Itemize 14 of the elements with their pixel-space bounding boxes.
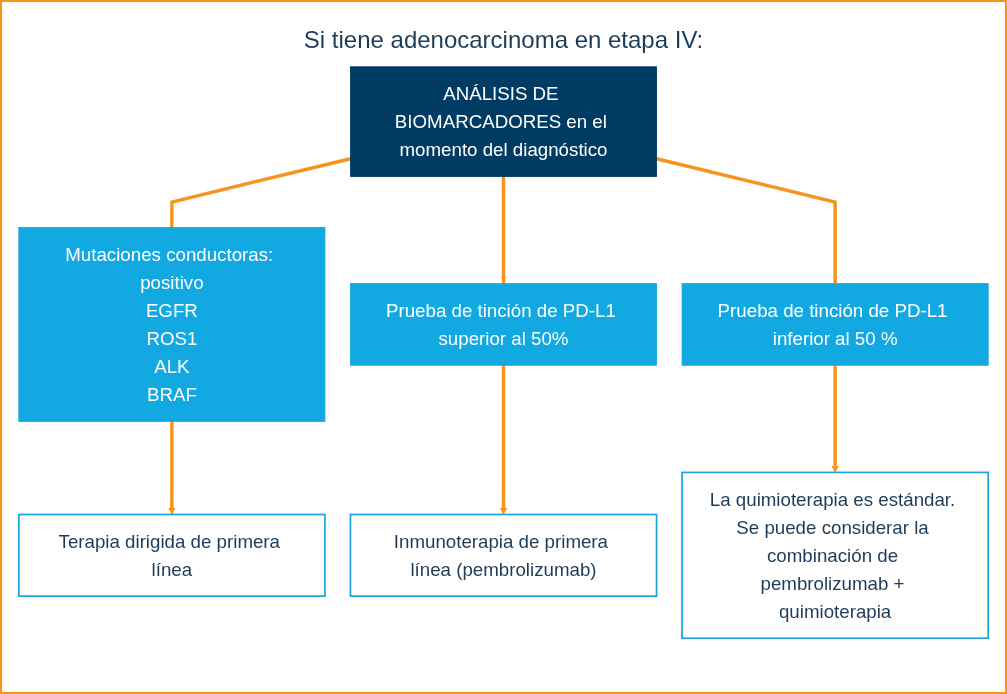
node-box: Mutaciones conductoras: positivo EGFR ROS1 ALK BRAF — [18, 227, 326, 422]
node-box: La quimioterapia es estándar. Se puede considerar la combinación de pembrolizumab + quimioterapia — [681, 471, 990, 640]
node-box: Terapia dirigida de primera línea — [17, 513, 326, 597]
connector — [170, 157, 351, 228]
title: Si tiene adenocarcinoma en etapa IV: — [303, 26, 704, 54]
node-box: Prueba de tinción de PD-L1 superior al 50% — [350, 283, 657, 366]
arrow — [499, 365, 508, 515]
node-box: Prueba de tinción de PD-L1 inferior al 50 % — [681, 283, 989, 366]
arrow — [168, 421, 176, 515]
connector — [501, 176, 506, 284]
arrow — [831, 365, 839, 473]
node-box: Inmunoterapia de primera línea (pembrolizumab) — [349, 513, 658, 597]
node-box: ANÁLISIS DE BIOMARCADORES en el momento del diagnóstico — [350, 66, 657, 177]
connector — [656, 157, 837, 284]
